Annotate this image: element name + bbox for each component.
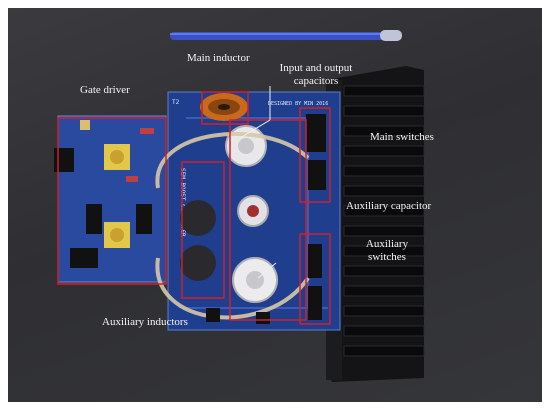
leader-lines (239, 86, 277, 279)
silkscreen-t2: T2 (172, 99, 180, 106)
label-auxiliary-capacitor: Auxiliary capacitor (346, 200, 432, 212)
silkscreen-designer: DESIGNED BY MIN 2016 (268, 101, 328, 107)
switch-modules (306, 114, 326, 320)
label-auxiliary-inductors: Auxiliary inductors (102, 316, 188, 328)
box-main-switches (299, 107, 331, 203)
label-main-inductor: Main inductor (187, 52, 250, 64)
label-main-switches: Main switches (370, 131, 434, 143)
label-gate-driver: Gate driver (80, 84, 130, 96)
box-main-inductor (201, 91, 249, 125)
annotation-boxes (57, 91, 331, 325)
gate-driver-board (54, 115, 167, 283)
board-photo-scene: T2 DESIGNED BY MIN 2016 SEM BOOST CONVER… (54, 30, 425, 382)
label-input-output-capacitors: Input and output capacitors (279, 62, 353, 87)
box-capacitors (229, 119, 307, 321)
box-aux-inductors (181, 161, 225, 299)
terminal-blocks (206, 308, 270, 324)
heatsink (326, 66, 425, 382)
box-aux-switches (299, 233, 331, 325)
box-gate-driver (57, 117, 167, 285)
label-auxiliary-switches: Auxiliary switches (365, 238, 409, 263)
electrolytic-capacitors (180, 125, 278, 303)
photo: T2 DESIGNED BY MIN 2016 SEM BOOST CONVER… (8, 8, 542, 402)
main-inductor (200, 93, 248, 121)
pen (170, 30, 402, 41)
